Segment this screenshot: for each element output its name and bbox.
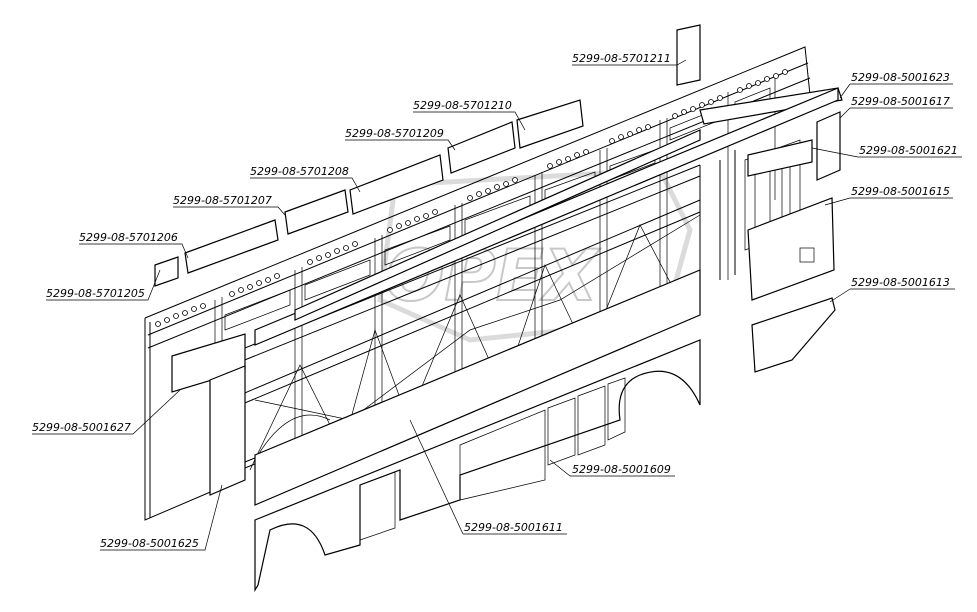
panel-5701206	[184, 219, 279, 274]
panel-5701207	[284, 189, 349, 235]
panel-5701208	[349, 154, 444, 215]
rivet-holes-row	[155, 69, 788, 327]
label-5001623: 5299-08-5001623	[851, 71, 950, 84]
panel-5701210	[516, 99, 584, 149]
label-5001611: 5299-08-5001611	[464, 521, 563, 534]
label-5701211: 5299-08-5701211	[572, 52, 671, 65]
leader-lines	[32, 59, 962, 551]
label-5001617: 5299-08-5001617	[851, 95, 950, 108]
label-5001615: 5299-08-5001615	[851, 185, 950, 198]
panel-5001621	[747, 139, 813, 177]
panel-5001609	[254, 339, 701, 593]
label-5701208: 5299-08-5701208	[250, 165, 349, 178]
panel-5701209	[447, 121, 516, 174]
panel-5001615	[747, 197, 835, 301]
label-5701207: 5299-08-5701207	[173, 194, 272, 207]
label-5701210: 5299-08-5701210	[413, 99, 512, 112]
label-5001627: 5299-08-5001627	[32, 421, 131, 434]
belt-strip-upper	[254, 87, 839, 346]
part-labels: 5299-08-5701211 5299-08-5701210 5299-08-…	[32, 52, 958, 550]
panel-5001613	[751, 297, 836, 373]
panel-5001611	[254, 269, 701, 506]
panel-5001615-cutout	[799, 247, 815, 263]
panel-5001625	[209, 365, 246, 496]
label-5001621: 5299-08-5001621	[859, 144, 958, 157]
panel-5001617	[816, 111, 841, 181]
exploded-panels	[154, 24, 843, 593]
label-5701209: 5299-08-5701209	[345, 127, 444, 140]
panel-5701205	[154, 256, 179, 287]
label-5701206: 5299-08-5701206	[79, 231, 178, 244]
panel-5701211	[676, 24, 701, 86]
label-5701205: 5299-08-5701205	[46, 287, 145, 300]
label-5001609: 5299-08-5001609	[572, 463, 671, 476]
panel-5001623	[699, 87, 843, 125]
label-5001613: 5299-08-5001613	[851, 276, 950, 289]
label-5001625: 5299-08-5001625	[100, 537, 199, 550]
belt-strip-middle	[294, 129, 701, 321]
